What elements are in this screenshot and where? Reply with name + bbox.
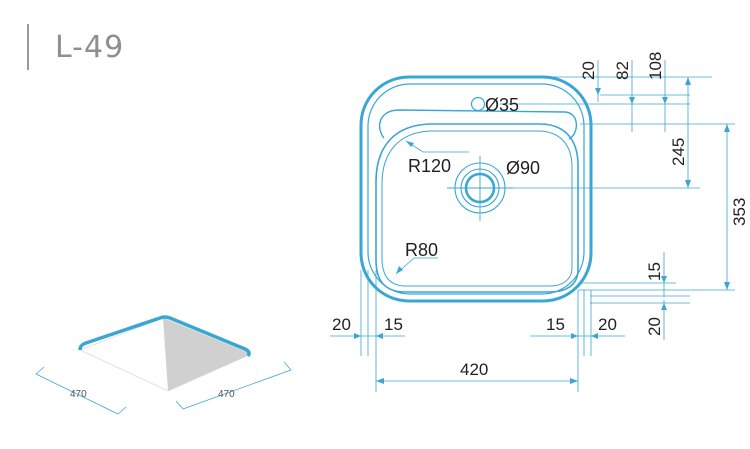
label-bottom-left-15: 15 (384, 315, 403, 334)
arrow-420-right (570, 378, 578, 384)
arrow-108 (662, 97, 668, 104)
tap-deck-edge (378, 109, 578, 140)
label-tap-hole: Ø35 (485, 95, 519, 115)
label-right-15: 15 (645, 262, 664, 281)
arrow-15-left (376, 333, 383, 339)
label-bottom-right-15: 15 (546, 315, 565, 334)
label-r120: R120 (408, 156, 451, 176)
label-353: 353 (730, 198, 749, 226)
model-title: L-49 (55, 30, 125, 65)
arrow-245-bottom (685, 180, 691, 188)
arrow-353-top (724, 124, 730, 132)
thumbnail-label-b: 470 (218, 389, 235, 400)
arrow-353-bottom (724, 282, 730, 290)
outer-rim (359, 75, 593, 303)
arrow-20-right (661, 303, 667, 310)
thumbnail-dim-line-a (35, 373, 119, 415)
dimension-arrows (354, 77, 730, 384)
label-245: 245 (669, 138, 688, 166)
arrow-245-top (685, 77, 691, 85)
arrow-20-left (354, 333, 361, 339)
arrow-15-bottom-right (571, 333, 578, 339)
thumbnail-dim-line-b (182, 369, 292, 410)
title-divider (27, 24, 29, 70)
thumbnail-dim-ext-b1 (175, 400, 184, 410)
leader-r120 (405, 140, 469, 153)
bowl-outer (375, 123, 579, 293)
arrow-420-left (376, 378, 384, 384)
thumbnail-label-a: 470 (70, 389, 87, 400)
dimension-lines (330, 60, 735, 392)
label-top-82: 82 (613, 61, 632, 80)
arrow-15-right (661, 276, 667, 283)
thumbnail-edge (78, 315, 251, 358)
label-drain: Ø90 (506, 158, 540, 178)
bowl-inner (381, 130, 573, 287)
thumbnail-dim-ext-b2 (283, 361, 292, 371)
label-bottom-right-20: 20 (598, 315, 617, 334)
label-right-20: 20 (645, 317, 664, 336)
leader-r80 (395, 257, 438, 275)
tap-hole (470, 96, 486, 112)
thumbnail-bowl-shadow (163, 318, 251, 391)
label-top-108: 108 (646, 52, 665, 80)
rim-inner-edge (367, 83, 585, 295)
sink-plan-view (359, 75, 593, 303)
thumbnail-dim-ext-a1 (35, 366, 45, 375)
dimension-labels: Ø35 Ø90 R120 R80 20 82 108 245 353 15 20… (332, 52, 749, 379)
label-bottom-left-20: 20 (332, 315, 351, 334)
arrow-r80 (396, 266, 403, 274)
arrow-82 (629, 97, 635, 104)
arrow-20-bottom-right (591, 333, 598, 339)
arrow-r120 (406, 141, 414, 147)
label-r80: R80 (405, 240, 438, 260)
label-bowl-width: 420 (460, 360, 488, 379)
label-top-20: 20 (579, 61, 598, 80)
sink-thumbnail: 470 470 (35, 315, 292, 415)
thumbnail-dim-ext-a2 (117, 406, 127, 415)
arrow-20-top (595, 88, 601, 95)
